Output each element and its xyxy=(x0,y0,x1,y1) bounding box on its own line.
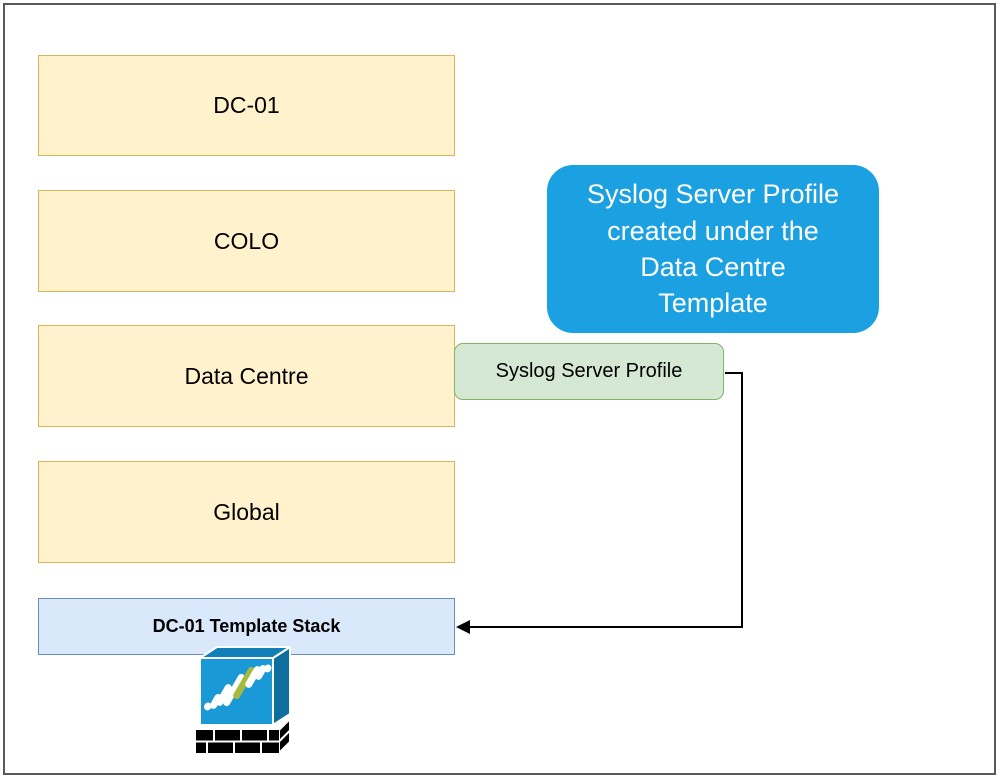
hierarchy-box-data-centre: Data Centre xyxy=(38,325,455,427)
palo-alto-firewall-icon xyxy=(196,646,291,754)
template-stack-label: DC-01 Template Stack xyxy=(152,616,341,636)
firewall-logo-bars xyxy=(204,664,272,711)
firewall-top-face xyxy=(199,646,291,659)
connector-line xyxy=(462,372,743,628)
syslog-profile-label: Syslog Server Profile xyxy=(495,360,683,382)
callout-text: Syslog Server Profile created under the … xyxy=(586,179,840,319)
firewall-side-face xyxy=(272,646,291,726)
hierarchy-box-colo: COLO xyxy=(38,190,455,292)
hierarchy-box-data-centre-label: Data Centre xyxy=(184,362,309,389)
hierarchy-box-global: Global xyxy=(38,461,455,563)
hierarchy-box-dc-01-label: DC-01 xyxy=(213,92,280,118)
callout-note: Syslog Server Profile created under the … xyxy=(547,165,879,333)
hierarchy-box-dc-01: DC-01 xyxy=(38,55,455,156)
arrowhead-icon xyxy=(456,620,470,634)
syslog-profile-box: Syslog Server Profile xyxy=(454,343,724,400)
hierarchy-box-global-label: Global xyxy=(213,498,280,525)
hierarchy-box-colo-label: COLO xyxy=(213,227,280,254)
firewall-brick-base xyxy=(196,730,279,753)
